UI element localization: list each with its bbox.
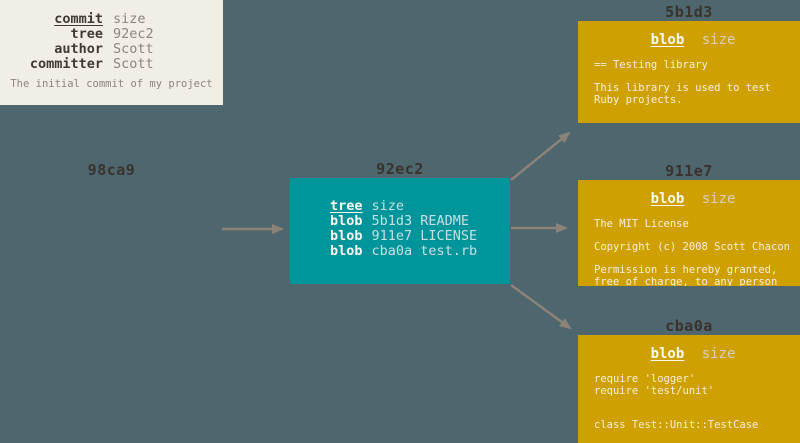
tree-entry-row: blob 911e7 LICENSE xyxy=(330,229,510,244)
blob-header: blob size xyxy=(594,192,792,207)
blob-type: blob xyxy=(650,191,685,207)
commit-field-row: committer Scott xyxy=(0,57,223,72)
entry-value: size xyxy=(371,198,405,214)
arrow-tree-to-blob-cba0a xyxy=(510,283,572,330)
field-key: commit xyxy=(54,11,103,27)
blob-content-line: The MIT License xyxy=(594,218,689,230)
field-key: tree xyxy=(70,26,103,42)
entry-value: cba0a test.rb xyxy=(371,243,478,259)
tree-box: tree size blob 5b1d3 README blob 911e7 L… xyxy=(290,178,510,284)
blob-box-911e7: blob size The MIT License Copyright (c) … xyxy=(578,180,800,286)
blob-id-label: 911e7 xyxy=(665,162,713,180)
blob-size: size xyxy=(701,346,736,362)
entry-type: blob xyxy=(330,243,363,259)
blob-content-line xyxy=(594,397,792,409)
arrow-tree-to-blob-5b1d3 xyxy=(510,131,571,181)
blob-content-line: free of charge, to any person xyxy=(594,275,778,286)
field-value: 92ec2 xyxy=(113,26,154,42)
blob-content-line: Copyright (c) 2008 Scott Chacon xyxy=(594,241,790,254)
field-value: size xyxy=(113,11,146,27)
entry-value: 911e7 LICENSE xyxy=(371,228,478,244)
tree-id-label: 92ec2 xyxy=(376,160,424,178)
blob-content-line: This library is used to test xyxy=(594,82,772,95)
entry-type: blob xyxy=(330,228,363,244)
tree-entry-row: blob cba0a test.rb xyxy=(330,244,510,259)
blob-size: size xyxy=(701,191,736,207)
blob-box-5b1d3: blob size == Testing library This librar… xyxy=(578,21,800,123)
blob-content-line: Ruby projects. xyxy=(594,93,683,106)
entry-value: 5b1d3 README xyxy=(371,213,470,229)
entry-type: blob xyxy=(330,213,363,229)
blob-content-line: require 'logger' xyxy=(594,373,696,385)
blob-content-line: == Testing library xyxy=(594,59,708,71)
blob-type: blob xyxy=(650,32,685,48)
blob-header: blob size xyxy=(594,33,792,48)
blob-id-label: 5b1d3 xyxy=(665,3,713,21)
tree-entry-row: blob 5b1d3 README xyxy=(330,214,510,229)
blob-content-line: require 'test/unit' xyxy=(594,384,715,397)
field-key: author xyxy=(54,41,103,57)
commit-id-label: 98ca9 xyxy=(87,161,136,179)
field-value: Scott xyxy=(113,41,154,57)
commit-field-row: author Scott xyxy=(0,42,223,57)
blob-id-label: cba0a xyxy=(665,317,713,335)
blob-header: blob size xyxy=(594,347,792,362)
tree-entry-row: tree size xyxy=(330,199,510,214)
blob-content-line: class Test::Unit::TestCase xyxy=(594,419,759,432)
entry-type: tree xyxy=(330,198,363,214)
blob-type: blob xyxy=(650,346,685,362)
blob-content-line: Permission is hereby granted, xyxy=(594,264,778,277)
commit-field-row: commit size xyxy=(0,12,223,27)
field-key: committer xyxy=(29,56,103,72)
commit-box: commit size tree 92ec2 author Scott comm… xyxy=(0,0,223,105)
commit-field-row: tree 92ec2 xyxy=(0,27,223,42)
blob-box-cba0a: blob size require 'logger' require 'test… xyxy=(578,335,800,443)
blob-size: size xyxy=(701,32,736,48)
field-value: Scott xyxy=(113,56,154,72)
commit-message: The initial commit of my project xyxy=(10,78,213,90)
